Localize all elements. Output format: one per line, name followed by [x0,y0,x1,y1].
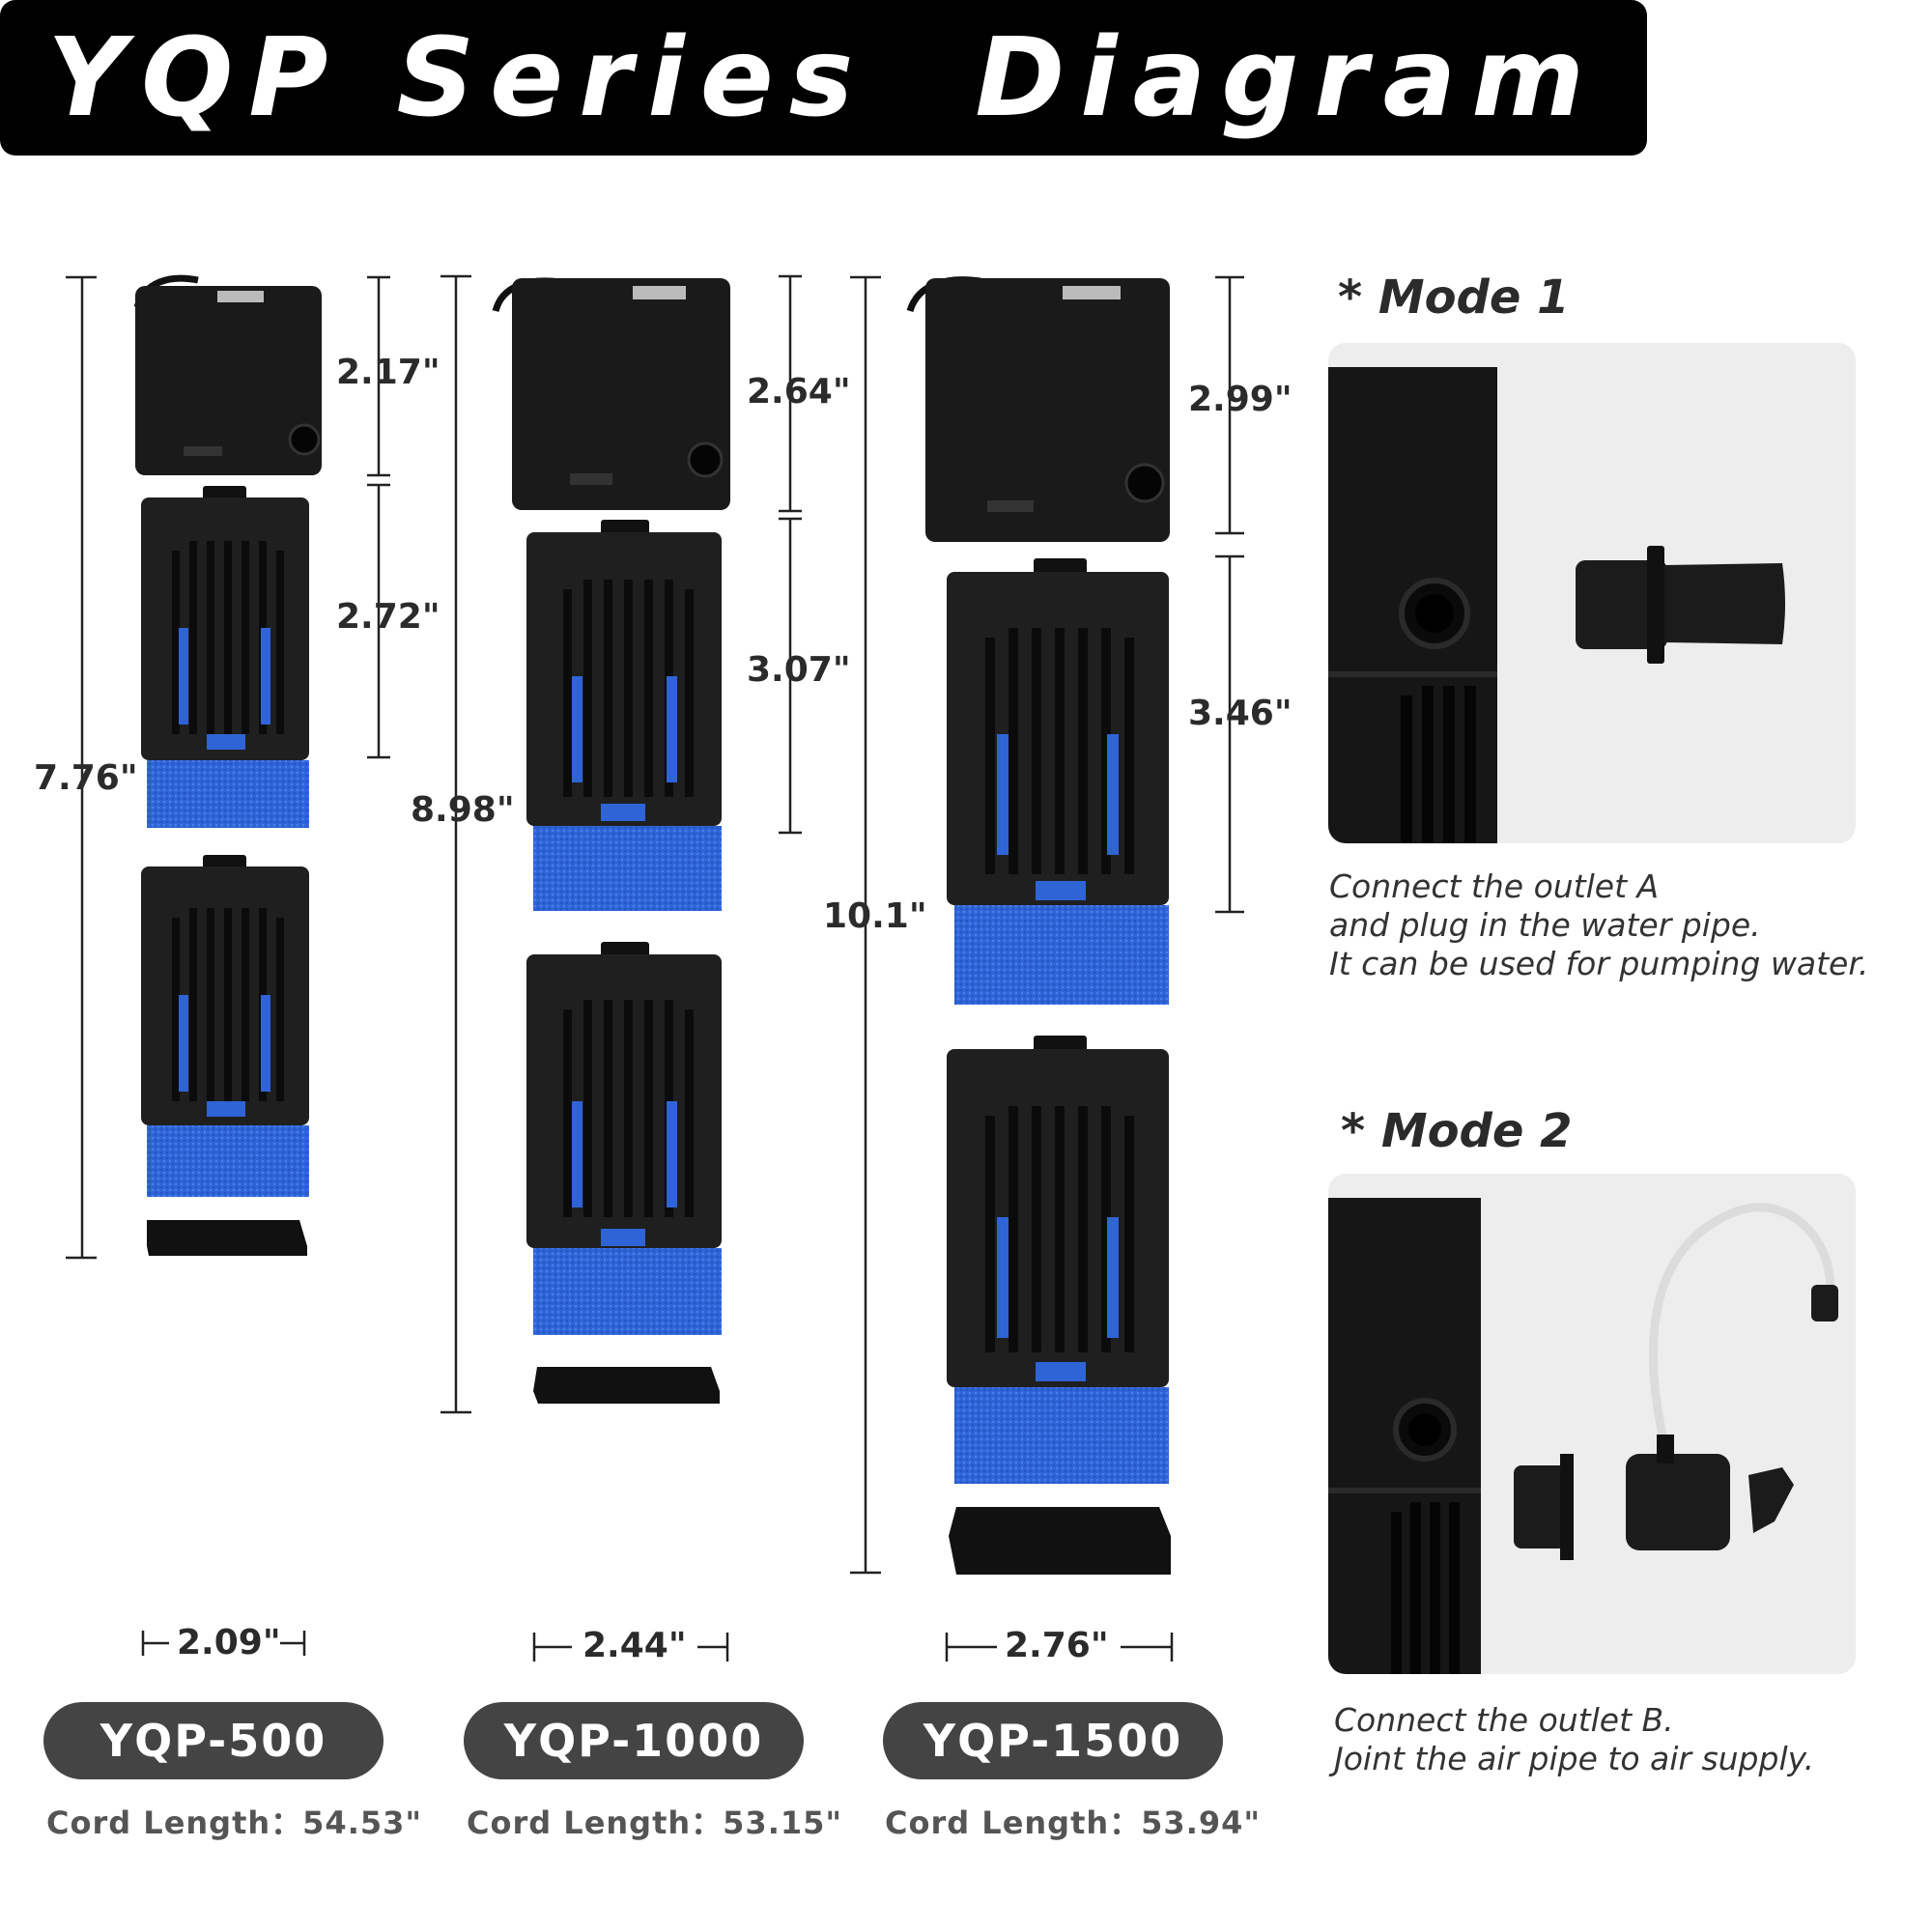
mode2-photo [1328,1174,1856,1674]
yqp1500-motor-height: 2.99" [1188,380,1293,419]
model-label-yqp500: YQP-500 [43,1702,384,1779]
title-bar: YQP Series Diagram [0,0,1647,156]
mode2-title: * Mode 2 [1341,1104,1573,1158]
mode2-line-1: Connect the outlet B. [1334,1701,1674,1739]
yqp1000-filter-height: 3.07" [747,650,851,690]
yqp1000-total-height: 8.98" [411,790,515,830]
yqp500-total-height: 7.76" [34,758,138,798]
yqp1000-pump-illustration [492,277,730,1404]
cord-length-yqp1000: Cord Length：53.15" [467,1804,843,1841]
page-title: YQP Series Diagram [47,14,1600,141]
yqp1500-filter-height: 3.46" [1188,694,1293,733]
yqp500-motor-height: 2.17" [336,353,440,392]
yqp1500-width: 2.76" [1005,1626,1109,1665]
yqp1500-total-height: 10.1" [823,896,927,936]
mode1-photo [1328,343,1856,843]
cord-length-yqp1500: Cord Length：53.94" [885,1804,1262,1841]
yqp1500-pump-illustration [906,276,1171,1575]
mode1-title: * Mode 1 [1338,270,1570,325]
mode1-line-3: It can be used for pumping water. [1329,945,1869,982]
mode1-line-2: and plug in the water pipe. [1329,906,1761,944]
mode2-line-2: Joint the air pipe to air supply. [1334,1740,1815,1777]
cord-length-yqp500: Cord Length：54.53" [46,1804,423,1841]
yqp500-width: 2.09" [177,1623,281,1662]
model-label-yqp1500: YQP-1500 [883,1702,1223,1779]
yqp1000-width: 2.44" [582,1626,687,1665]
model-label-yqp1000: YQP-1000 [464,1702,804,1779]
yqp500-pump-illustration [133,274,322,1256]
yqp500-filter-height: 2.72" [336,597,440,637]
mode1-line-1: Connect the outlet A [1329,867,1660,905]
yqp1000-motor-height: 2.64" [747,372,851,412]
